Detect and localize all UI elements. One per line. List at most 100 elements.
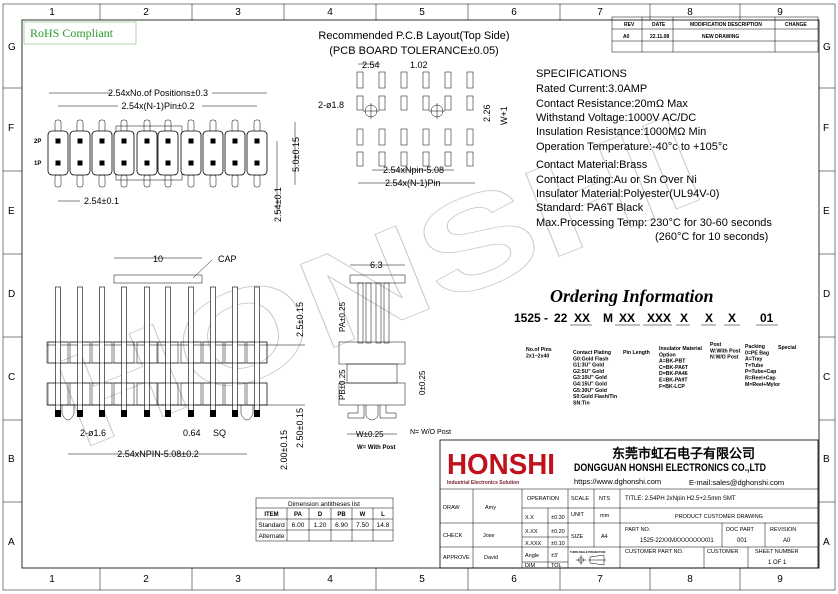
pcb-layout-view: Recommended P.C.B Layout(Top Side) (PCB … <box>318 30 510 188</box>
pcb-dim-pad: 1.02 <box>410 60 428 70</box>
grid-col-label: 6 <box>511 574 517 585</box>
tolerance-label: X.X <box>525 515 534 521</box>
order-note: SN:Tin <box>573 400 590 406</box>
pin <box>55 286 61 413</box>
outer-border <box>2 3 836 591</box>
tolerance-value: TOL <box>551 563 562 569</box>
grid-col-label: 6 <box>511 7 517 18</box>
approve-label: APPROVE <box>443 555 470 561</box>
pcb-dim-n1: 2.54x(N-1)Pin <box>385 178 441 188</box>
grid-col-label: 1 <box>49 574 55 585</box>
pin-tip <box>231 174 239 188</box>
pin-housing <box>113 130 135 176</box>
pcb-pad <box>422 95 430 111</box>
pcb-dim-2-26: 2.26 <box>482 104 492 122</box>
tolerance-value: ±3' <box>551 553 558 559</box>
pcb-pad <box>378 128 386 146</box>
pcb-dim-npin: 2.54xNpin-5.08 <box>383 165 444 175</box>
pad-2p <box>165 138 171 144</box>
grid-row-label: E <box>8 206 15 217</box>
pcb-pad <box>400 128 408 146</box>
dimension-cell: 6.90 <box>335 522 348 529</box>
pin-tip <box>253 174 261 188</box>
top-dim-positions: 2.54xNo.of Positions±0.3 <box>108 88 208 98</box>
pcb-dim-hole: 2-ø1.8 <box>318 100 344 110</box>
order-note: Packing <box>745 344 765 350</box>
grid-col-label: 4 <box>327 574 333 585</box>
spec-line: Contact Material:Brass <box>536 159 648 171</box>
pin-foot <box>144 410 150 417</box>
order-code-segment: 1525 - <box>514 311 548 325</box>
draw-label: DRAW <box>443 505 460 511</box>
pad-1p <box>254 160 260 166</box>
grid-row-label: B <box>823 454 830 465</box>
grid-col-label: 5 <box>419 574 425 585</box>
pin <box>121 286 127 413</box>
tolerance-label: X.XXX <box>525 541 542 547</box>
front-dim-npin: 2.54xNPIN-5.08±0.2 <box>117 449 198 459</box>
website-link[interactable]: https://www.dghonshi.com <box>574 477 661 486</box>
pin-foot <box>232 410 238 417</box>
dimension-cell: 6.00 <box>292 522 305 529</box>
pin-tip <box>209 174 217 188</box>
pin-tip <box>120 174 128 188</box>
order-note: Contact Plating <box>573 350 611 356</box>
rev-header: REV <box>624 22 635 28</box>
specifications: SPECIFICATIONS Rated Current:3.0AMPConta… <box>536 68 772 243</box>
pcb-pad <box>400 71 408 89</box>
pin-tip <box>76 174 84 188</box>
pin-tip <box>187 119 195 133</box>
email-link[interactable]: E-mail:sales@dghonshi.com <box>689 478 784 487</box>
pin-housing <box>202 130 224 176</box>
side-dim-w: W±0.25 <box>356 430 384 439</box>
ordering-title: Ordering Information <box>550 286 714 306</box>
scale-label: SCALE <box>571 496 589 502</box>
operation-label: OPERATION <box>527 496 559 502</box>
company-name-en: DONGGUAN HONSHI ELECTRONICS CO.,LTD <box>574 462 766 474</box>
front-dim-top: 2.5±0.15 <box>295 302 305 337</box>
grid-row-label: D <box>8 289 15 300</box>
pin <box>77 286 83 413</box>
pcb-pad <box>378 71 386 89</box>
grid-col-label: 8 <box>687 574 693 585</box>
order-note: M=Reel+Mylor <box>745 382 780 388</box>
grid-row-label: B <box>8 454 15 465</box>
modification-value: NEW DRAWING <box>702 34 739 40</box>
sheet-number-value: 1 OF 1 <box>768 560 787 566</box>
dimension-table-title: Dimension antitheses list <box>288 501 360 508</box>
pin-housing <box>224 130 246 176</box>
pad-2p <box>121 138 127 144</box>
side-dim-zero: 0±0.25 <box>418 370 427 395</box>
tolerance-value: ±0.30 <box>551 515 565 521</box>
revision-label: REVISION <box>770 527 796 533</box>
dimension-header: D <box>318 512 323 518</box>
pin <box>254 286 260 413</box>
pin-tip <box>253 119 261 133</box>
pin-tip <box>98 119 106 133</box>
change-header: CHANGE <box>785 22 807 28</box>
grid-row-label: F <box>8 123 14 134</box>
pad-1p <box>232 160 238 166</box>
pin-tip <box>209 119 217 133</box>
pcb-pad <box>422 71 430 89</box>
front-view: 10 CAP 2-ø1.6 0.64 SQ 2.54xNPIN-5.08±0.2… <box>46 254 305 470</box>
order-code-segment: XXX <box>647 311 671 325</box>
size-value: A4 <box>601 534 608 540</box>
pcb-pad <box>378 151 386 167</box>
pin-foot <box>188 410 194 417</box>
pcb-pad <box>466 71 474 89</box>
pin-foot <box>165 410 171 417</box>
pin-tip <box>76 119 84 133</box>
side-dim-pa: PA±0.25 <box>338 301 347 332</box>
pcb-pad <box>466 95 474 111</box>
pad-2p <box>55 138 61 144</box>
tolerance-label: Angle <box>525 553 539 559</box>
dimension-header: PA <box>294 512 303 518</box>
order-note: Special <box>778 345 797 351</box>
tolerance-value: ±0.10 <box>551 541 565 547</box>
grid-col-label: 9 <box>777 7 783 18</box>
pad-1p <box>121 160 127 166</box>
order-note: G5:30U" Gold <box>573 388 607 394</box>
